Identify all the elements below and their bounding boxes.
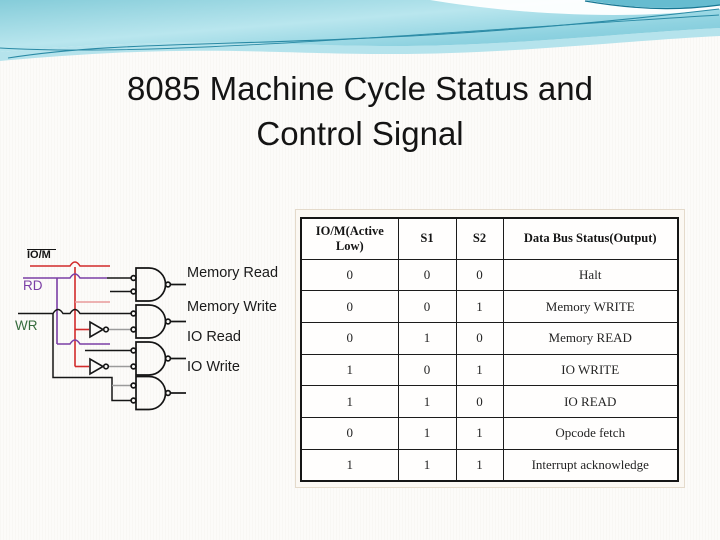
inverter-gate xyxy=(89,357,105,376)
nand-gate-memory-read xyxy=(135,267,167,302)
table-cell: 1 xyxy=(455,416,504,450)
header-cell: S2 xyxy=(455,217,504,260)
table-cell: Memory WRITE xyxy=(502,290,679,323)
iom-signal-label: IO/M xyxy=(27,249,51,261)
wave-corner-sliver xyxy=(585,0,720,8)
table-cell: 1 xyxy=(397,416,457,450)
nand-gate-io-read xyxy=(135,341,167,376)
table-cell: IO READ xyxy=(502,385,679,418)
table-cell: 0 xyxy=(300,321,399,355)
gate-label-io-read: IO Read xyxy=(187,329,241,345)
table-cell: 1 xyxy=(397,385,457,418)
table-cell: 1 xyxy=(397,321,457,355)
gate-label-io-write: IO Write xyxy=(187,359,240,375)
table-cell: 1 xyxy=(455,448,504,482)
table-cell: Opcode fetch xyxy=(502,416,679,450)
table-cell: 1 xyxy=(300,353,399,387)
wr-signal-label: WR xyxy=(15,318,38,333)
gate-label-memory-write: Memory Write xyxy=(187,299,277,315)
iom-trace-wires xyxy=(30,261,110,368)
table-cell: 1 xyxy=(455,290,504,323)
inverter-bubble xyxy=(102,326,110,333)
inverter-bubble xyxy=(102,363,110,370)
page-title: 8085 Machine Cycle Status and Control Si… xyxy=(0,66,720,156)
table-cell: 1 xyxy=(455,353,504,387)
rd-signal-label: RD xyxy=(23,278,43,293)
table-cell: 0 xyxy=(300,290,399,323)
table-cell: 0 xyxy=(455,258,504,292)
grey-wires xyxy=(108,328,131,387)
nand-gate-io-write xyxy=(135,375,167,411)
table-cell: Interrupt acknowledge xyxy=(502,448,679,482)
table-cell: 0 xyxy=(397,258,457,292)
table-cell: 0 xyxy=(397,353,457,387)
table-cell: 1 xyxy=(397,448,457,482)
table-cell: 0 xyxy=(455,321,504,355)
inverter-gates xyxy=(89,320,110,376)
gate-labels: Memory Read Memory Write IO Read IO Writ… xyxy=(187,265,278,375)
table-cell: Memory READ xyxy=(502,321,679,355)
header-cell: IO/M(Active Low) xyxy=(300,217,399,260)
wave-decoration xyxy=(0,0,720,61)
nand-gates xyxy=(130,267,186,411)
nand-gate-memory-write xyxy=(135,304,167,339)
table-cell: 0 xyxy=(300,416,399,450)
title-line-1: 8085 Machine Cycle Status and xyxy=(127,70,593,107)
wave-fringe xyxy=(0,28,720,61)
table-cell: 0 xyxy=(397,290,457,323)
table-cell: 0 xyxy=(455,385,504,418)
wave-thin-line xyxy=(0,14,720,51)
table-cell: 1 xyxy=(300,448,399,482)
black-wires xyxy=(18,277,131,402)
header-cell: Data Bus Status(Output) xyxy=(502,217,679,260)
table-cell: Halt xyxy=(502,258,679,292)
wave-band xyxy=(0,0,720,52)
rd-trace-wires xyxy=(23,273,110,345)
title-line-2: Control Signal xyxy=(256,115,464,152)
control-signal-circuit-diagram: IO/M RD WR Memory Read Memory Write IO R… xyxy=(15,248,278,411)
wave-corner-line xyxy=(584,0,720,10)
table-cell: IO WRITE xyxy=(502,353,679,387)
header-cell: S1 xyxy=(397,217,457,260)
table-cell: 1 xyxy=(300,385,399,418)
inverter-gate xyxy=(89,320,105,339)
gate-label-memory-read: Memory Read xyxy=(187,265,278,281)
table-cell: 0 xyxy=(300,258,399,292)
